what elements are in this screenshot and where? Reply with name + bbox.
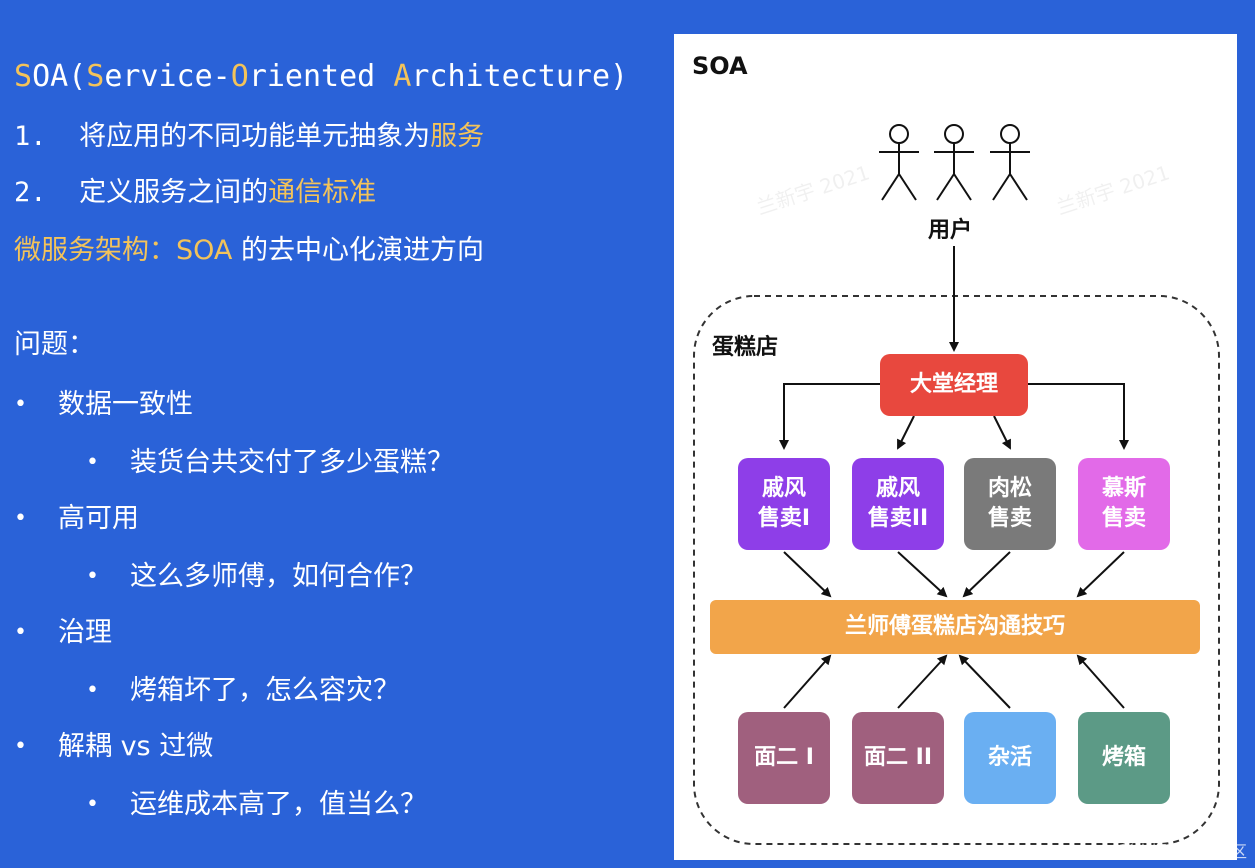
seller-label: 慕斯 售卖 — [1101, 476, 1146, 531]
point-highlight: 服务 — [430, 121, 485, 152]
problem-sub: 运维成本高了，值当么？ — [130, 789, 427, 820]
bullet-icon: • — [14, 734, 27, 759]
arrow-manager-to-seller — [1028, 383, 1129, 450]
bullet-icon: • — [86, 564, 99, 589]
store-label: 蛋糕店 — [712, 335, 779, 360]
heading-part: OA( — [32, 59, 87, 94]
problem-label: 治理 — [58, 617, 112, 648]
soa-diagram-panel: 兰新宇 2021 兰新宇 2021 — [674, 34, 1237, 860]
seller-label: 戚风 售卖II — [867, 476, 929, 531]
seller-box: 戚风 售卖II — [852, 458, 944, 550]
bullet-icon: • — [86, 678, 99, 703]
point-highlight: 通信标准 — [268, 177, 377, 208]
point-1: 1. 将应用的不同功能单元抽象为服务 — [14, 120, 484, 154]
worker-label: 烤箱 — [1101, 745, 1146, 770]
arrow-seller-to-bus — [1076, 551, 1125, 598]
heading-part: ervice- — [104, 59, 231, 94]
point-text: 定义服务之间的 — [79, 177, 269, 208]
problem-sub: 烤箱坏了，怎么容灾？ — [130, 675, 400, 706]
seller-label: 戚风 售卖I — [757, 476, 811, 531]
worker-box: 烤箱 — [1078, 712, 1170, 804]
manager-box: 大堂经理 — [880, 354, 1028, 416]
seller-box: 慕斯 售卖 — [1078, 458, 1170, 550]
point-2: 2. 定义服务之间的通信标准 — [14, 176, 376, 210]
point-text: 将应用的不同功能单元抽象为 — [79, 121, 431, 152]
heading-part: A — [393, 59, 412, 94]
manager-label: 大堂经理 — [909, 372, 998, 397]
arrow-manager-to-seller — [897, 415, 915, 450]
seller-box: 戚风 售卖I — [738, 458, 830, 550]
worker-box: 杂活 — [964, 712, 1056, 804]
worker-label: 面二 II — [863, 745, 933, 770]
arrow-seller-to-bus — [783, 551, 832, 598]
communication-bus: 兰师傅蛋糕店沟通技巧 — [710, 600, 1200, 654]
microservice-line: 微服务架构：SOA 的去中心化演进方向 — [14, 234, 484, 268]
arrow-seller-to-bus — [897, 551, 948, 598]
arrow-worker-to-bus — [958, 654, 1011, 709]
problems-title: 问题： — [14, 329, 95, 360]
bullet-icon: • — [14, 506, 27, 531]
left-text-column: SOA(Service-Oriented Architecture) 1. 将应… — [14, 60, 628, 821]
users-label: 用户 — [928, 218, 973, 243]
arrow-manager-to-seller — [779, 383, 880, 450]
bullet-icon: • — [86, 450, 99, 475]
bullet-icon: • — [14, 620, 27, 645]
problem-label: 数据一致性 — [58, 389, 193, 420]
problem-sub: 装货台共交付了多少蛋糕？ — [130, 447, 454, 478]
arrow-worker-to-bus — [1076, 654, 1125, 709]
bullet-icon: • — [86, 792, 99, 817]
footer-watermark: @稀土掘金技术社区 — [1102, 842, 1247, 861]
heading-part: rchitecture) — [411, 59, 629, 94]
point-number: 2. — [14, 177, 47, 208]
worker-box: 面二 I — [738, 712, 830, 804]
microservice-highlight: 微服务架构：SOA — [14, 235, 233, 266]
worker-box: 面二 II — [852, 712, 944, 804]
arrow-seller-to-bus — [962, 551, 1011, 598]
bullet-icon: • — [14, 392, 27, 417]
user-icon — [934, 124, 974, 201]
diagram-connectors — [693, 124, 1220, 845]
heading-part: S — [14, 59, 33, 94]
problem-label: 解耦 vs 过微 — [58, 731, 214, 762]
arrow-worker-to-bus — [897, 654, 948, 709]
seller-label: 肉松 售卖 — [987, 476, 1032, 531]
problem-label: 高可用 — [58, 503, 139, 534]
problem-sub: 这么多师傅，如何合作？ — [130, 561, 427, 592]
heading-part: S — [86, 59, 105, 94]
arrow-worker-to-bus — [783, 654, 832, 709]
heading-part: O — [230, 59, 249, 94]
point-number: 1. — [14, 121, 47, 152]
seller-box: 肉松 售卖 — [964, 458, 1056, 550]
soa-heading: SOA(Service-Oriented Architecture) — [14, 60, 628, 94]
user-icon — [990, 124, 1030, 201]
arrow-manager-to-seller — [993, 415, 1011, 450]
worker-label: 杂活 — [987, 745, 1032, 770]
store-container — [693, 295, 1220, 845]
diagram-title: SOA — [692, 52, 748, 80]
bus-label: 兰师傅蛋糕店沟通技巧 — [844, 614, 1065, 639]
worker-label: 面二 I — [754, 745, 814, 770]
microservice-text: 的去中心化演进方向 — [232, 235, 484, 266]
heading-part: riented — [248, 59, 394, 94]
user-icon — [879, 124, 919, 201]
